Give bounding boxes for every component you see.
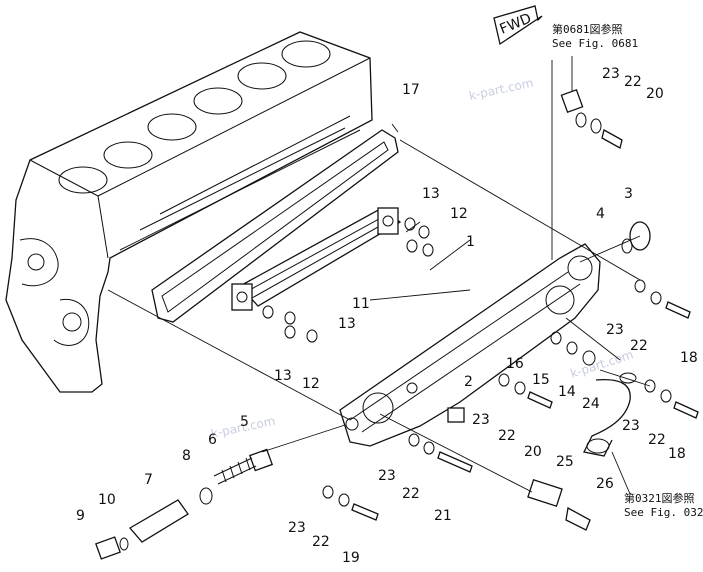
leader-lines xyxy=(107,56,651,495)
callout-18: 18 xyxy=(680,350,698,366)
callout-23c: 23 xyxy=(472,412,490,428)
callout-13: 13 xyxy=(422,186,440,202)
callout-19: 19 xyxy=(342,550,360,566)
gasket-17 xyxy=(151,129,399,323)
callout-15: 15 xyxy=(532,372,550,388)
callout-26: 26 xyxy=(596,476,614,492)
callout-12: 12 xyxy=(450,206,468,222)
callout-17: 17 xyxy=(402,82,420,98)
callout-10: 10 xyxy=(98,492,116,508)
ref-jp: 第0321図参照 xyxy=(624,491,695,505)
callout-11: 11 xyxy=(352,296,370,312)
callout-16: 16 xyxy=(506,356,524,372)
callout-7: 7 xyxy=(144,472,153,488)
callout-2: 2 xyxy=(464,374,473,390)
callout-13b: 13 xyxy=(338,316,356,332)
ref-en: See Fig. 0321 xyxy=(624,506,703,519)
fig-reference-0681: 第0681図参照 See Fig. 0681 xyxy=(552,22,638,50)
small-parts xyxy=(95,88,699,560)
cooler-cover-1 xyxy=(339,243,601,447)
callout-1: 1 xyxy=(466,234,475,250)
callout-5: 5 xyxy=(240,414,249,430)
callout-22c: 22 xyxy=(498,428,516,444)
cylinder-block xyxy=(5,31,373,393)
callout-14: 14 xyxy=(558,384,576,400)
callout-23e: 23 xyxy=(288,520,306,536)
ref-en: See Fig. 0681 xyxy=(552,37,638,50)
callout-4: 4 xyxy=(596,206,605,222)
callout-9: 9 xyxy=(76,508,85,524)
ref-jp: 第0681図参照 xyxy=(552,22,623,36)
fwd-arrow: FWD xyxy=(493,5,543,46)
callout-22f: 22 xyxy=(648,432,666,448)
callout-20b: 20 xyxy=(524,444,542,460)
callout-23: 23 xyxy=(602,66,620,82)
callout-22e: 22 xyxy=(312,534,330,550)
callout-22d: 22 xyxy=(402,486,420,502)
callout-21: 21 xyxy=(434,508,452,524)
callout-23f: 23 xyxy=(622,418,640,434)
callout-13c: 13 xyxy=(274,368,292,384)
callout-8: 8 xyxy=(182,448,191,464)
callout-18b: 18 xyxy=(668,446,686,462)
callout-3: 3 xyxy=(624,186,633,202)
callout-20: 20 xyxy=(646,86,664,102)
watermark: k-part.com xyxy=(569,347,635,381)
callout-6: 6 xyxy=(208,432,217,448)
watermark: k-part.com xyxy=(468,76,535,103)
callout-numbers: 1 2 3 4 5 6 7 8 9 10 11 12 12 13 13 13 1… xyxy=(76,66,698,566)
callout-12b: 12 xyxy=(302,376,320,392)
callout-25: 25 xyxy=(556,454,574,470)
callout-23d: 23 xyxy=(378,468,396,484)
callout-23b: 23 xyxy=(606,322,624,338)
callout-24: 24 xyxy=(582,396,600,412)
cooler-element-11 xyxy=(231,207,402,311)
pipe-24 xyxy=(583,372,637,457)
fig-reference-0321: 第0321図参照 See Fig. 0321 xyxy=(624,491,703,519)
callout-22: 22 xyxy=(624,74,642,90)
callout-22b: 22 xyxy=(630,338,648,354)
